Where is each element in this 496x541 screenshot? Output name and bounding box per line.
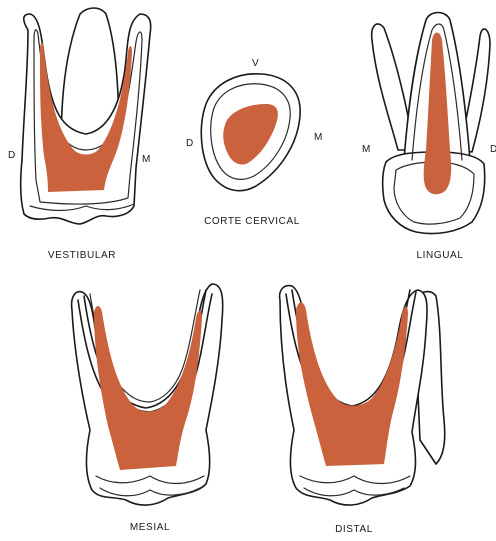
lingual-right-mark: D [490,144,496,155]
vestibular-title: VESTIBULAR [48,250,116,261]
cervical-right-mark: M [314,132,322,143]
cervical-left-mark: D [186,138,193,149]
distal-view: DISTAL [280,286,445,535]
vestibular-left-mark: D [8,150,15,161]
cervical-title: CORTE CERVICAL [204,216,300,227]
mesial-title: MESIAL [130,522,170,533]
vestibular-right-mark: M [142,154,150,165]
vestibular-view: D M VESTIBULAR [8,8,151,261]
lingual-title: LINGUAL [417,250,464,261]
lingual-view: M D LINGUAL [362,13,496,262]
mesial-view: MESIAL [72,284,223,533]
cervical-top-mark: V [252,58,259,69]
lingual-left-mark: M [362,144,370,155]
distal-title: DISTAL [335,524,373,535]
cervical-view: V D M CORTE CERVICAL [186,58,322,227]
